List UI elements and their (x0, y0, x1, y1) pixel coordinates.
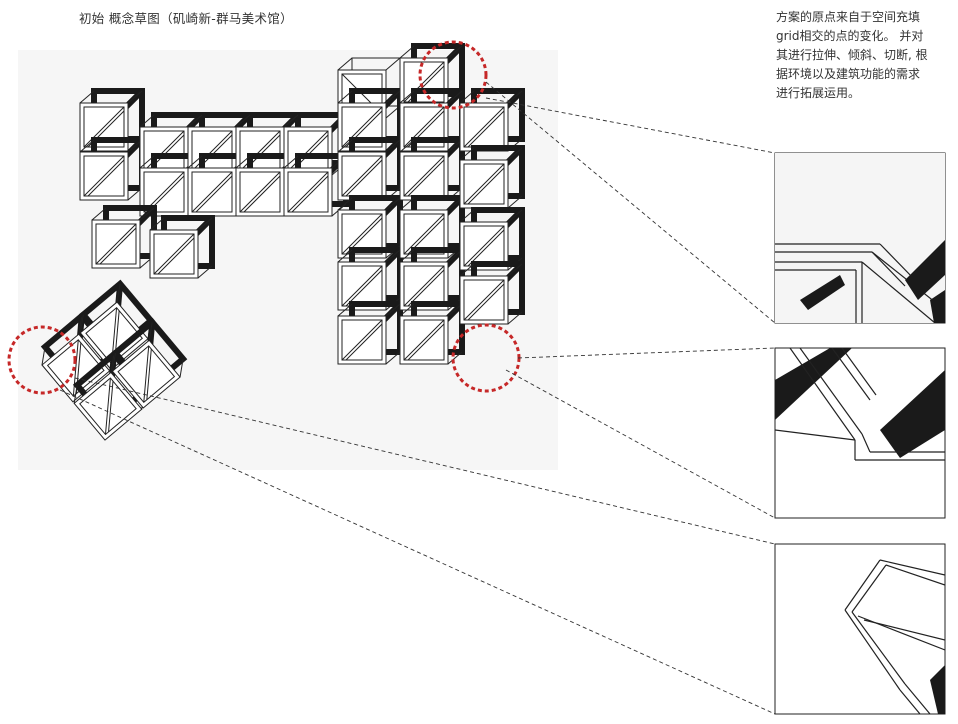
leader-line (517, 347, 776, 359)
highlight-circle-top (418, 40, 488, 110)
detail-panel-2 (774, 347, 946, 519)
page-title: 初始 概念草图（矶崎新-群马美术馆） (79, 11, 293, 26)
detail-panel-3 (774, 543, 946, 715)
detail-panel-1 (774, 152, 946, 324)
description-text: 方案的原点来自于空间充填 grid相交的点的变化。 并对 其进行拉伸、倾斜、切断… (776, 8, 952, 103)
description-line: 其进行拉伸、倾斜、切断, 根 (776, 48, 928, 62)
description-line: 据环境以及建筑功能的需求 (776, 67, 921, 81)
description-line: 进行拓展运用。 (776, 86, 861, 100)
leader-line (74, 377, 776, 545)
leader-line (485, 97, 776, 154)
leader-line (59, 389, 776, 715)
leader-line (505, 369, 776, 519)
highlight-circle-left (7, 325, 77, 395)
description-line: grid相交的点的变化。 并对 (776, 29, 924, 43)
description-line: 方案的原点来自于空间充填 (776, 10, 921, 24)
